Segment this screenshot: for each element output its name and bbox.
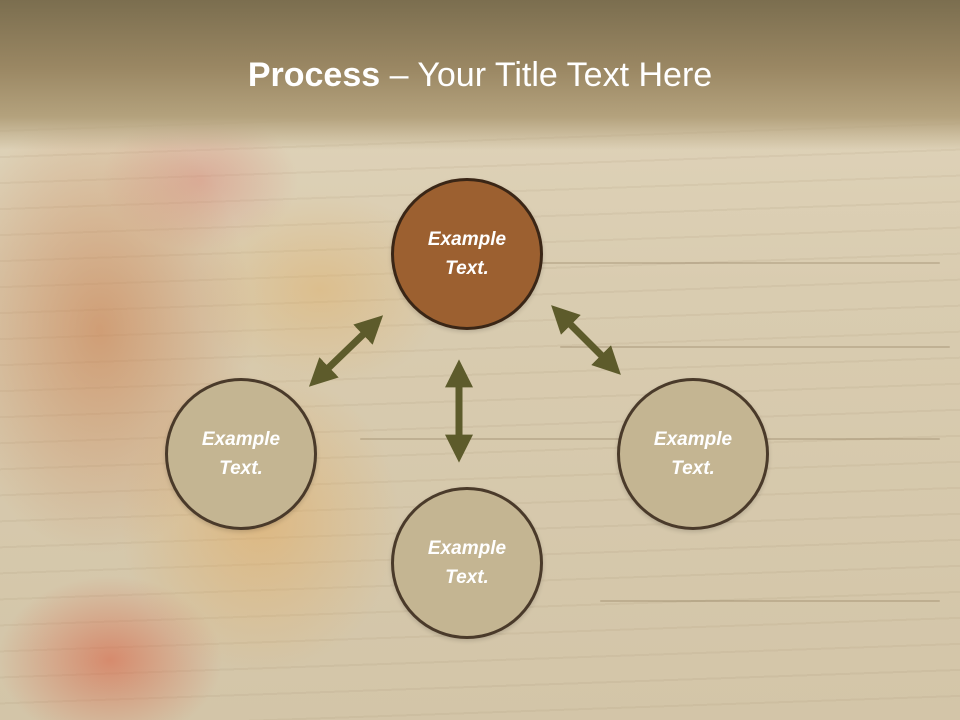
node-top-label: Example Text. — [427, 229, 507, 279]
title-bold: Process — [247, 56, 381, 94]
node-right-label: Example Text. — [653, 429, 733, 479]
slide-title: Process – Your Title Text Here — [0, 52, 960, 98]
process-node-bottom: Example Text. — [391, 487, 543, 639]
wood-grain — [420, 262, 940, 264]
process-node-right: Example Text. — [617, 378, 769, 530]
process-node-left: Example Text. — [165, 378, 317, 530]
title-rest: – Your Title Text Here — [380, 56, 713, 94]
node-bottom-label: Example Text. — [427, 538, 507, 588]
wood-grain — [560, 346, 950, 348]
process-node-top: Example Text. — [391, 178, 543, 330]
wood-grain — [600, 600, 940, 602]
arrow-top-left — [308, 315, 384, 387]
title-bar — [0, 0, 960, 150]
node-left-label: Example Text. — [201, 429, 281, 479]
arrow-top-right — [551, 305, 621, 375]
